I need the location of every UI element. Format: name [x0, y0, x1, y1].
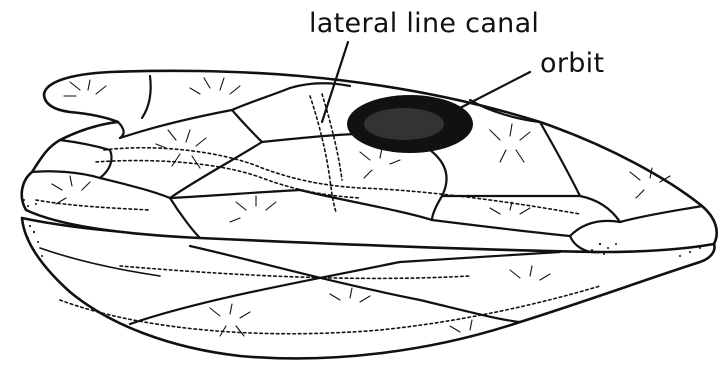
- orbit-label: orbit: [540, 48, 604, 79]
- lateral-line-canal-label: lateral line canal: [309, 8, 539, 39]
- orbit: [347, 95, 473, 153]
- orbit-pointer: [460, 72, 530, 108]
